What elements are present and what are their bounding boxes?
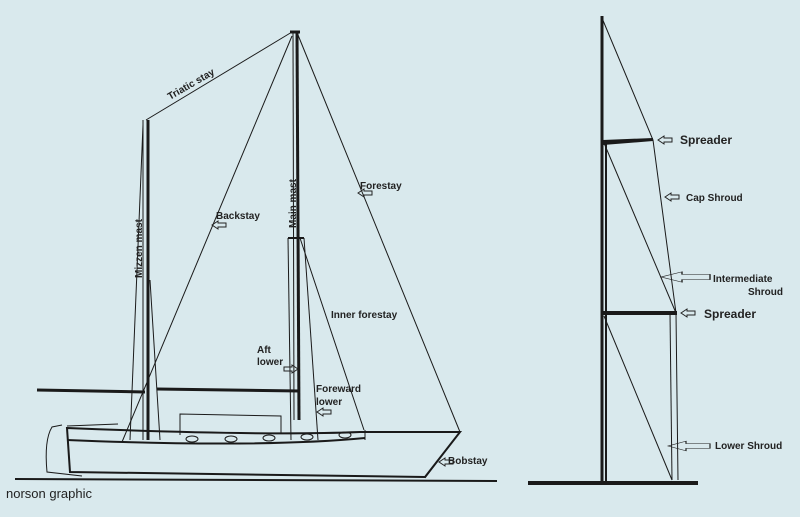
arrow-icon <box>680 308 696 318</box>
foreward-lower <box>303 237 319 441</box>
aft-lower <box>287 237 292 441</box>
label-spreader-lower: Spreader <box>704 307 756 321</box>
lower-spreader <box>603 311 677 315</box>
label-spreader-upper: Spreader <box>680 133 732 147</box>
arrow-icon <box>659 270 712 284</box>
triatic-stay <box>145 31 293 121</box>
lower-shroud <box>603 315 673 481</box>
label-cap-shroud: Cap Shroud <box>686 193 743 204</box>
label-triatic-stay: Triatic stay <box>166 67 217 103</box>
main-mast <box>295 31 301 421</box>
mast-front-view: Spreader Cap Shroud Intermediate Shroud … <box>528 16 783 485</box>
waterline <box>14 478 498 482</box>
label-aft-lower-1: Aft <box>257 345 272 356</box>
label-lower-shroud: Lower Shroud <box>715 441 782 452</box>
aft-rail <box>66 423 119 427</box>
porthole <box>338 431 352 439</box>
arrow-icon <box>283 364 299 374</box>
forestay <box>297 34 461 433</box>
label-intermediate-2: Shroud <box>748 287 783 298</box>
label-bobstay: Bobstay <box>448 456 488 467</box>
cabin <box>179 413 282 435</box>
credit-text: norson graphic <box>6 486 92 501</box>
main-mast-edge <box>292 31 295 421</box>
label-aft-lower-2: lower <box>257 357 283 368</box>
upper-spreader <box>603 138 653 145</box>
porthole <box>262 434 276 442</box>
main-boom <box>156 387 301 393</box>
porthole <box>300 433 314 441</box>
cap-shroud-lower <box>669 312 673 481</box>
arrow-icon <box>666 439 712 453</box>
arrow-icon <box>316 407 332 417</box>
intermediate-shroud <box>603 142 677 314</box>
label-mizzen-mast: Mizzen mast <box>134 218 145 278</box>
rudder <box>45 424 83 477</box>
label-inner-forestay: Inner forestay <box>331 310 398 321</box>
mizzen-shroud <box>129 124 144 441</box>
backstay <box>121 35 293 443</box>
label-foreward-lower-1: Foreward <box>316 384 361 395</box>
mizzen-boom <box>36 388 146 394</box>
label-forestay: Forestay <box>360 181 402 192</box>
hull <box>65 426 463 479</box>
label-backstay: Backstay <box>216 211 260 222</box>
ketch-side-view: Triatic stay Mizzen mast Main mast Backs… <box>14 30 498 482</box>
label-main-mast: Main mast <box>288 178 299 228</box>
porthole <box>185 435 199 443</box>
arrow-icon <box>657 135 673 145</box>
portholes <box>185 431 352 443</box>
porthole <box>224 435 238 443</box>
arrow-icon <box>664 192 680 202</box>
mizzen-lower <box>149 279 161 441</box>
cap-shroud <box>601 17 679 481</box>
label-foreward-lower-2: lower <box>316 397 342 408</box>
label-intermediate-1: Intermediate <box>713 274 773 285</box>
inner-forestay <box>299 237 365 431</box>
sheer-line <box>66 437 366 445</box>
bobstay-line <box>424 431 461 479</box>
